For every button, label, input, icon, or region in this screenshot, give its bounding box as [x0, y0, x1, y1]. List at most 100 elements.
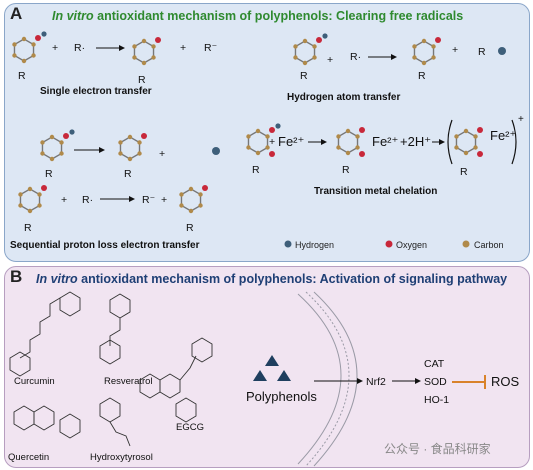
carbon-atom [118, 151, 123, 156]
anion-label: R⁻ [142, 194, 156, 206]
oxygen-atom [269, 151, 275, 157]
panel-b [4, 266, 530, 468]
carbon-atom [302, 60, 308, 66]
carbon-atom [246, 145, 251, 150]
carbon-atom [431, 44, 436, 49]
benzene-ring [19, 188, 41, 212]
caption-hydrogen-atom-transfer: Hydrogen atom transfer [287, 92, 401, 103]
oxygen-atom [63, 133, 69, 139]
compound-curcumin: Curcumin [14, 376, 55, 387]
r-label: R [45, 168, 53, 180]
oxygen-atom [141, 133, 147, 139]
nrf2-label: Nrf2 [366, 376, 386, 388]
carbon-atom [345, 150, 351, 156]
carbon-atom [151, 44, 156, 49]
compound-resveratrol: Resveratrol [104, 376, 153, 387]
plus-sign: + [327, 54, 334, 66]
hydrogen-atom [322, 33, 328, 39]
plus-sign: + [159, 148, 166, 160]
panel-b-title: In vitro antioxidant mechanism of polyph… [36, 272, 508, 286]
carbon-atom [293, 55, 298, 60]
r-label: R [460, 166, 468, 178]
carbon-atom [27, 186, 33, 192]
inhibition-arrow [452, 375, 486, 389]
compound-structures [9, 291, 213, 447]
carbon-atom [179, 203, 184, 208]
legend-oxygen: Oxygen [396, 240, 428, 250]
panel-a-title: In vitro antioxidant mechanism of polyph… [52, 9, 464, 23]
hydrogen-atom [69, 129, 75, 135]
carbon-atom [137, 151, 142, 156]
carbon-atom [302, 38, 308, 44]
panel-a-label: A [10, 4, 23, 23]
carbon-atom [21, 58, 27, 64]
benzene-ring [413, 40, 435, 64]
carbon-atom [421, 38, 427, 44]
caption-sequential-proton-loss: Sequential proton loss electron transfer [10, 240, 200, 251]
carbon-atom [198, 203, 203, 208]
carbon-atom [18, 203, 23, 208]
oxygen-dot [385, 240, 393, 248]
carbon-atom [312, 44, 317, 49]
carbon-atom [127, 134, 133, 140]
oxygen-atom [41, 185, 47, 191]
benzene-ring [337, 130, 359, 154]
compound-hydroxytyrosol: Hydroxytyrosol [90, 452, 153, 463]
compound-egcg: EGCG [176, 422, 204, 433]
fe2-chelate: Fe²⁺ [490, 128, 517, 143]
carbon-atom [59, 151, 64, 156]
plus-sign: + [61, 194, 68, 206]
r-label: R [186, 222, 194, 234]
carbon-atom [265, 145, 270, 150]
panel-b-label: B [10, 267, 23, 286]
radical-label: R· [82, 194, 94, 206]
plus-sign: + [452, 44, 459, 56]
benzene-ring [13, 38, 35, 62]
compound-quercetin: Quercetin [8, 452, 50, 463]
carbon-atom [412, 55, 417, 60]
oxygen-atom [155, 37, 161, 43]
hydrogen-atom [212, 147, 220, 155]
benzene-ring [455, 130, 477, 154]
carbon-atom [137, 140, 142, 145]
r-label: R [138, 74, 146, 86]
caption-single-electron-transfer: Single electron transfer [40, 86, 152, 97]
carbon-atom [37, 192, 42, 197]
carbon-atom [188, 208, 194, 214]
hydrogen-atom [275, 123, 281, 129]
carbon-atom [431, 55, 436, 60]
carbon-atom [151, 55, 156, 60]
hydrogen-atom [41, 31, 47, 37]
carbon-atom [293, 44, 298, 49]
fe2-reactant: Fe²⁺ [278, 134, 305, 149]
carbon-atom [40, 140, 45, 145]
carbon-atom [31, 42, 36, 47]
carbon-atom [336, 145, 341, 150]
carbon-atom [454, 145, 459, 150]
carbon-atom [37, 203, 42, 208]
phenol-rings [12, 31, 483, 214]
hydrogen-dot [284, 240, 292, 248]
benzene-ring [119, 136, 141, 160]
oxygen-atom [35, 35, 41, 41]
carbon-atom [18, 192, 23, 197]
carbon-atom [141, 38, 147, 44]
carbon-atom [127, 156, 133, 162]
carbon-atom [246, 134, 251, 139]
oxygen-atom [359, 151, 365, 157]
carbon-atom [188, 186, 194, 192]
polyphenols-label: Polyphenols [246, 389, 317, 404]
carbon-dot [462, 240, 470, 248]
carbon-atom [336, 134, 341, 139]
anion-label: R⁻ [204, 42, 218, 54]
carbon-atom [265, 134, 270, 139]
cell-membrane [297, 291, 358, 467]
carbon-atom [40, 151, 45, 156]
carbon-atom [463, 150, 469, 156]
r-label: R [300, 70, 308, 82]
oxygen-atom [435, 37, 441, 43]
oxygen-atom [202, 185, 208, 191]
plus-sign: + [52, 42, 59, 54]
reaction-arrows [74, 45, 445, 202]
carbon-atom [412, 44, 417, 49]
